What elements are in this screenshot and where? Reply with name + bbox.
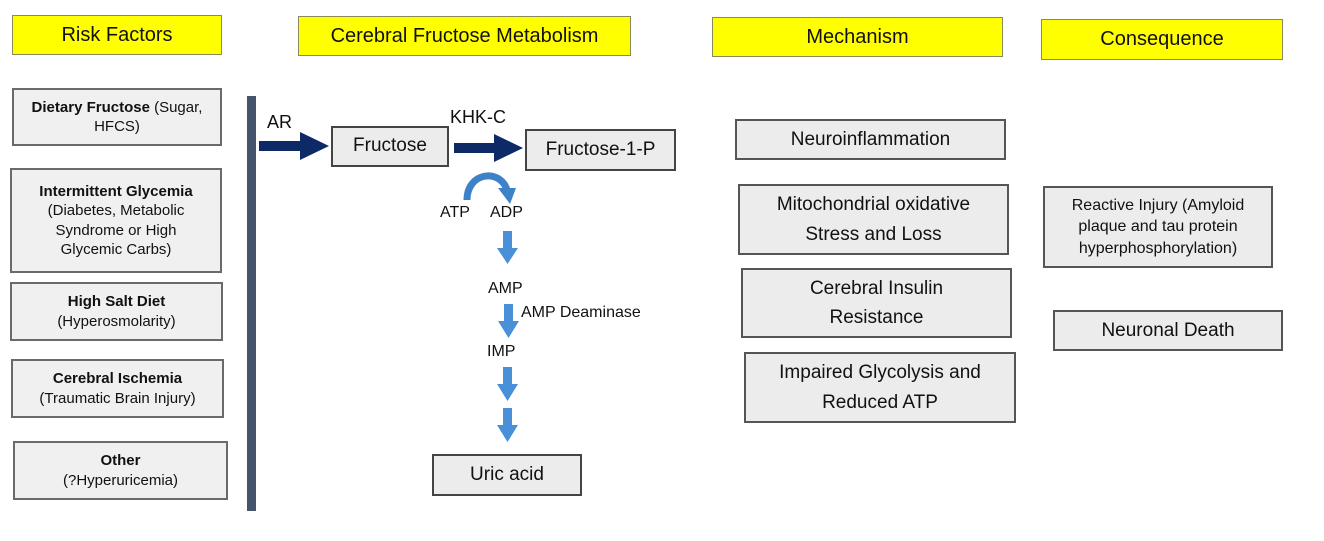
arrow-amp-imp (498, 304, 519, 338)
enzyme-ar-label: AR (267, 112, 293, 132)
node-fructose-1-p-label: Fructose-1-P (545, 138, 656, 160)
header-consequence: Consequence (1041, 19, 1283, 60)
mechanism-mitochondrial-stress: Mitochondrial oxidative Stress and Loss (738, 184, 1009, 255)
risk-factor-detail: (Sugar, HFCS) (94, 98, 203, 136)
mechanism-impaired-glycolysis: Impaired Glycolysis and Reduced ATP (744, 352, 1016, 423)
risk-factor-other: Other (?Hyperuricemia) (13, 441, 228, 500)
risk-factor-title: Other (100, 452, 141, 469)
node-fructose-1-p: Fructose-1-P (525, 129, 676, 171)
header-metabolism: Cerebral Fructose Metabolism (298, 16, 631, 56)
consequence-reactive-injury: Reactive Injury (Amyloid plaque and tau … (1043, 186, 1273, 268)
risk-factor-title: Dietary Fructose (31, 98, 150, 116)
header-mechanism: Mechanism (712, 17, 1003, 57)
mechanism-label: Cerebral Insulin Resistance (809, 277, 944, 328)
arrow-atp-adp (463, 172, 516, 204)
mechanism-label: Mitochondrial oxidative Stress and Loss (776, 194, 971, 245)
arrow-imp-next (497, 367, 518, 401)
atp-label: ATP (440, 204, 470, 221)
arrow-khk (454, 134, 523, 162)
risk-factor-detail: (Diabetes, Metabolic Syndrome or High Gl… (47, 202, 185, 258)
mechanism-insulin-resistance: Cerebral Insulin Resistance (741, 268, 1012, 338)
header-mechanism-label: Mechanism (806, 25, 909, 48)
enzyme-khk-label: KHK-C (450, 107, 507, 127)
header-risk-factors: Risk Factors (12, 15, 222, 55)
header-metabolism-label: Cerebral Fructose Metabolism (330, 24, 599, 47)
arrow-ar (259, 132, 329, 160)
arrow-to-uric-acid (497, 408, 518, 442)
arrow-adp-amp (497, 231, 518, 264)
risk-factor-detail: (?Hyperuricemia) (62, 471, 179, 489)
risk-factor-cerebral-ischemia: Cerebral Ischemia (Traumatic Brain Injur… (11, 359, 224, 418)
amp-label: AMP (488, 280, 523, 297)
mechanism-neuroinflammation: Neuroinflammation (735, 119, 1006, 160)
imp-label: IMP (487, 343, 516, 360)
risk-factor-detail: (Traumatic Brain Injury) (39, 389, 196, 407)
risk-factor-detail: (Hyperosmolarity) (57, 312, 176, 330)
amp-deaminase-label: AMP Deaminase (521, 304, 641, 321)
risk-factor-title: High Salt Diet (67, 293, 166, 310)
header-consequence-label: Consequence (1100, 28, 1224, 50)
mechanism-label: Impaired Glycolysis and Reduced ATP (779, 362, 981, 413)
risk-factor-high-salt-diet: High Salt Diet (Hyperosmolarity) (10, 282, 223, 341)
header-risk-factors-label: Risk Factors (61, 23, 173, 46)
adp-label: ADP (490, 204, 523, 221)
divider-bar (247, 96, 256, 511)
risk-factor-title: Cerebral Ischemia (52, 370, 183, 387)
node-fructose: Fructose (331, 126, 449, 167)
consequence-label: Reactive Injury (Amyloid plaque and tau … (1071, 196, 1245, 257)
mechanism-label: Neuroinflammation (790, 128, 951, 150)
risk-factor-intermittent-glycemia: Intermittent Glycemia (Diabetes, Metabol… (10, 168, 222, 273)
risk-factor-title: Intermittent Glycemia (39, 182, 193, 200)
risk-factor-dietary-fructose: Dietary Fructose (Sugar, HFCS) (12, 88, 222, 146)
node-fructose-label: Fructose (353, 135, 427, 157)
node-uric-acid: Uric acid (432, 454, 582, 496)
consequence-label: Neuronal Death (1101, 319, 1235, 341)
node-uric-acid-label: Uric acid (470, 463, 544, 485)
consequence-neuronal-death: Neuronal Death (1053, 310, 1283, 351)
